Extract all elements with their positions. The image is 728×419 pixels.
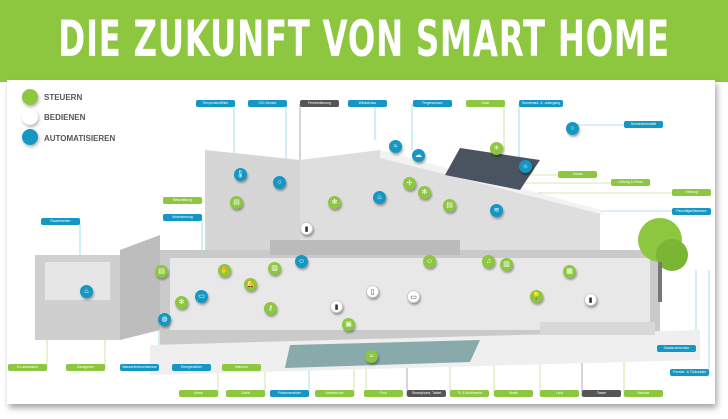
fan-icon: ✻ <box>418 186 431 199</box>
co2-icon: ○ <box>273 176 286 189</box>
humidity-icon: ≋ <box>490 204 503 217</box>
label-markise: Markise <box>624 390 663 397</box>
intercom-icon: ✋ <box>218 264 231 277</box>
wind-icon: ≈ <box>389 140 402 153</box>
alarm-icon: 🔔 <box>244 278 257 291</box>
window-icon: ▥ <box>268 262 281 275</box>
label-fernbedienung: Fernbedienung <box>300 100 339 107</box>
label-intercom: Intercom <box>222 364 261 371</box>
legend-automatisieren: AUTOMATISIEREN <box>44 134 116 143</box>
label-licht: Licht <box>540 390 579 397</box>
music-icon: ♫ <box>482 255 495 268</box>
flame-icon: ♨ <box>373 191 386 204</box>
label-zutritt: Zutritt <box>226 390 265 397</box>
label-musik: Musik <box>494 390 533 397</box>
presence-icon: ☺ <box>295 255 308 268</box>
heater-icon: ▤ <box>443 199 456 212</box>
label-sauna: Sauna <box>558 171 597 178</box>
pool-icon: ≈ <box>365 350 378 363</box>
label-lueftung-klima: Lüftung & Klima <box>611 179 650 186</box>
label-garagentor: Garagentor <box>66 364 105 371</box>
label-feuchtigkeitssensor: Feuchtigkeitssensor <box>672 208 711 215</box>
switch-icon: ▮ <box>584 293 597 306</box>
consumer-icon: ▣ <box>342 318 355 331</box>
water-icon: ◍ <box>158 313 171 326</box>
label-verbraucher: Verbraucher <box>315 390 354 397</box>
label-co2-sensor: CO²-Sensor <box>248 100 287 107</box>
ventilation-icon: ✢ <box>403 177 416 190</box>
tablet-icon: ▭ <box>407 290 420 303</box>
legend-bedienen: BEDIENEN <box>44 113 86 122</box>
title-banner <box>0 0 728 82</box>
legend-dot-steuern <box>22 89 38 105</box>
label-glasbruchsensor: Glasbruchsensor <box>657 345 696 352</box>
smoke-icon: ♨ <box>80 285 93 298</box>
window-icon-3: ▦ <box>563 265 576 278</box>
legend-dot-bedienen <box>22 109 38 125</box>
blinds-icon: ▤ <box>230 196 243 209</box>
label-regensensor: Regensensor <box>413 100 452 107</box>
fan-icon-3: ✻ <box>175 296 188 309</box>
remote-icon: ▮ <box>300 222 313 235</box>
label-alarm: Alarm <box>179 390 218 397</box>
label-smartphone-tablet: Smartphone, Tablet <box>407 390 446 397</box>
label-windsensor: Windsensor <box>348 100 387 107</box>
key-icon: ⚷ <box>264 302 277 315</box>
light-icon: 💡 <box>530 290 543 303</box>
window-icon-2: ▥ <box>500 258 513 271</box>
label-energiezaehler: Energiezähler <box>172 364 211 371</box>
label-e-ladestation: E-Ladestation <box>8 364 47 371</box>
label-temperaturfuehler: Temperaturfühler <box>196 100 235 107</box>
label-sonnenauf-untergang: Sonnenauf- & -untergang <box>519 100 563 107</box>
label-praesenzmelder: Präsenzmelder <box>270 390 309 397</box>
page-title: DIE ZUKUNFT VON SMART HOME <box>58 10 670 68</box>
label-motorisierung: Motorisierung <box>163 214 202 221</box>
label-fenster-tuerkontakt: Fenster- & Türkontakt <box>670 369 709 376</box>
person-icon: ☺ <box>423 255 436 268</box>
thermometer-icon: 🌡 <box>234 168 247 181</box>
label-tv-multimedia: TV & Multimedia <box>450 390 489 397</box>
legend-steuern: STEUERN <box>44 93 83 102</box>
label-solar: Solar <box>466 100 505 107</box>
label-rauchmelder: Rauchmelder <box>41 218 80 225</box>
sun-icon: ○ <box>566 122 579 135</box>
label-beschattung: Beschattung <box>163 197 202 204</box>
smartphone-icon: ▯ <box>366 285 379 298</box>
sunrise-icon: ☼ <box>519 160 532 173</box>
plug-icon: ▮ <box>330 300 343 313</box>
energy-meter-icon: ▭ <box>195 290 208 303</box>
rain-icon: ☁ <box>412 149 425 162</box>
blinds-icon-2: ▤ <box>155 265 168 278</box>
label-wassereinbruchsensor: Wassereinbruchsensor <box>120 364 159 371</box>
label-heizung: Heizung <box>672 189 711 196</box>
label-taster: Taster <box>582 390 621 397</box>
fan-icon-2: ✻ <box>328 196 341 209</box>
label-pool: Pool <box>364 390 403 397</box>
solar-icon: ☀ <box>490 142 503 155</box>
label-sonnenintensitaet: Sonnenintensität <box>624 121 663 128</box>
legend-dot-automatisieren <box>22 129 38 145</box>
